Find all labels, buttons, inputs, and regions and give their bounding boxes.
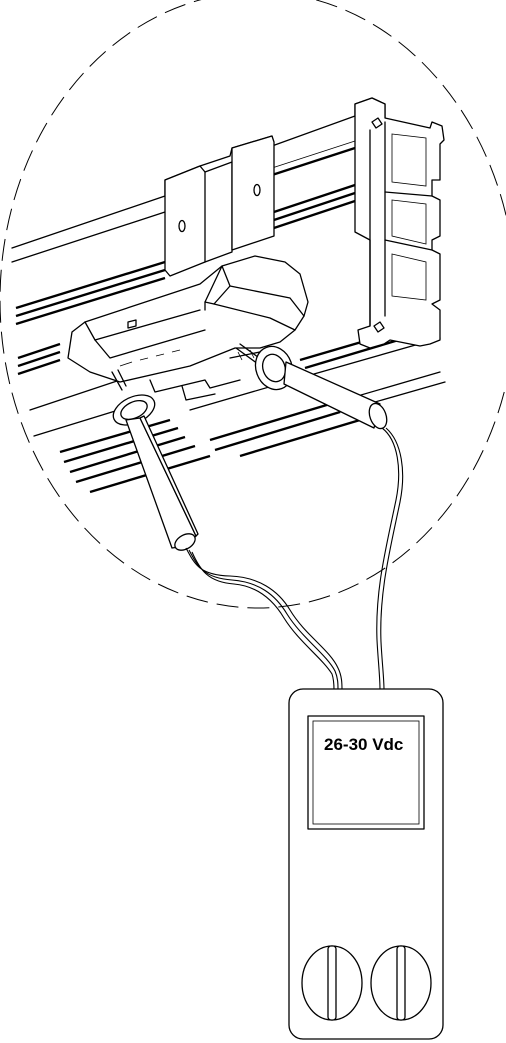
probe-left — [111, 369, 199, 551]
fixture-housing — [67, 255, 309, 401]
voltmeter-display — [307, 715, 425, 830]
slotted-knob-icon[interactable] — [301, 945, 363, 1021]
housing-indicator — [127, 319, 137, 329]
display-reading: 26-30 Vdc — [324, 735, 403, 754]
test-leads — [185, 427, 404, 691]
probe-right — [235, 343, 388, 430]
bracket-hole-right — [253, 183, 261, 197]
bracket-hole-left — [178, 219, 186, 233]
detail-magnifier-circle — [0, 0, 506, 609]
voltmeter: 26-30 Vdc — [288, 688, 444, 1040]
track-rail — [11, 97, 446, 494]
slotted-knob-icon[interactable] — [370, 945, 432, 1021]
